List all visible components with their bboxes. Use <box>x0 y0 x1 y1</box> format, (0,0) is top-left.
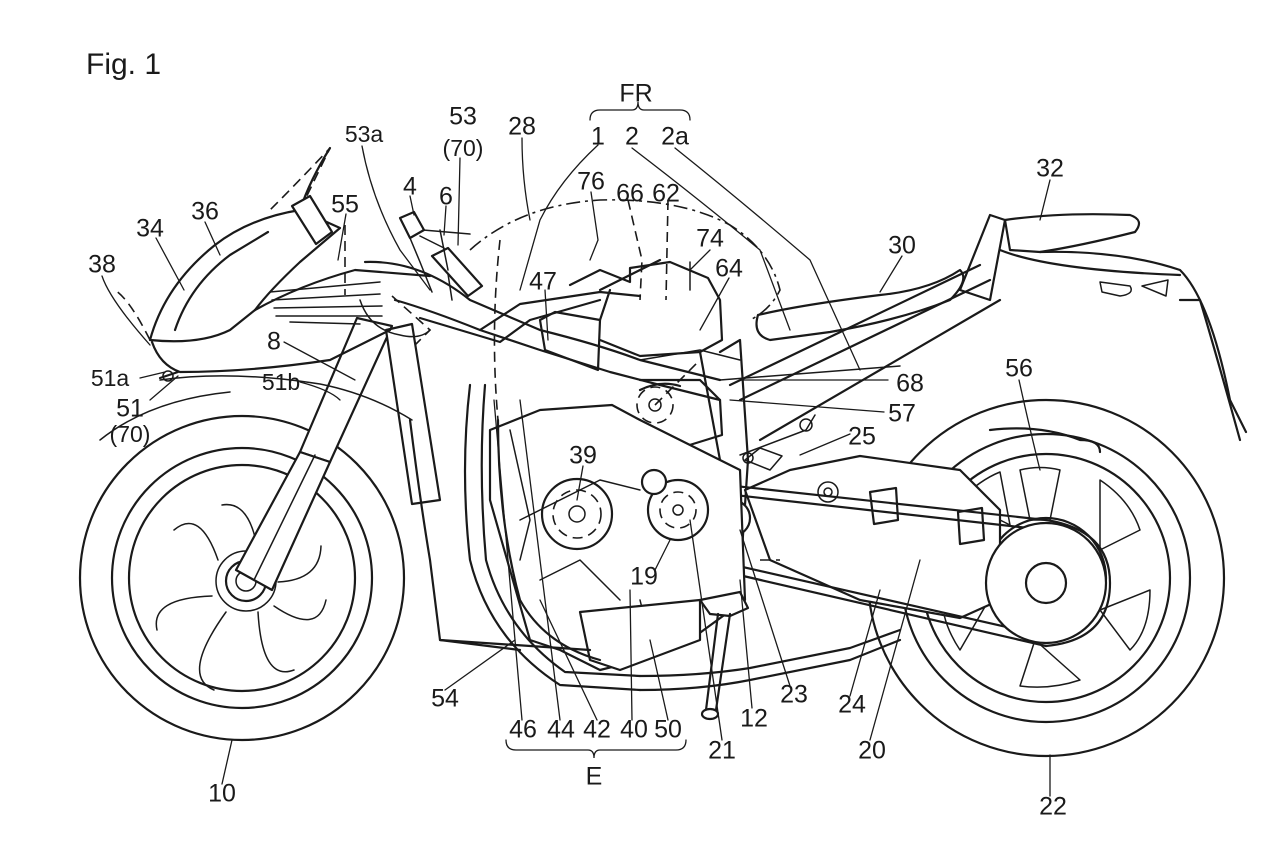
air-cleaner-box <box>538 199 724 467</box>
ref-label-53-70: (70) <box>443 135 484 161</box>
ref-label-53a: 53a <box>345 121 384 147</box>
ref-label-53: 53 <box>449 103 477 131</box>
ref-label-32: 32 <box>1036 155 1064 183</box>
ref-label-4: 4 <box>403 173 417 201</box>
ref-label-57: 57 <box>888 400 916 428</box>
leader-lines <box>101 101 1051 797</box>
ref-label-66: 66 <box>616 180 644 208</box>
ref-label-36: 36 <box>191 198 219 226</box>
ref-label-54: 54 <box>431 685 459 713</box>
ref-label-64: 64 <box>715 255 743 283</box>
ref-label-2: 2 <box>625 123 639 151</box>
front-wheel <box>78 414 406 742</box>
ref-label-6: 6 <box>439 183 453 211</box>
front-fork <box>234 316 442 592</box>
handlebar <box>398 210 484 301</box>
ref-label-51-70: (70) <box>110 421 151 447</box>
ref-label-12: 12 <box>740 705 768 733</box>
ref-label-23: 23 <box>780 681 808 709</box>
engine <box>488 403 747 672</box>
ref-label-51: 51 <box>116 395 144 423</box>
ref-label-30: 30 <box>888 232 916 260</box>
ref-label-8: 8 <box>267 328 281 356</box>
ref-label-40: 40 <box>620 716 648 744</box>
air-duct <box>269 225 432 346</box>
front-fender <box>159 375 413 421</box>
ref-label-24: 24 <box>838 691 866 719</box>
ref-label-21: 21 <box>708 737 736 765</box>
ref-label-28: 28 <box>508 113 536 141</box>
ref-label-55: 55 <box>331 191 359 219</box>
ref-label-56: 56 <box>1005 355 1033 383</box>
ref-label-44: 44 <box>547 716 575 744</box>
ref-label-19: 19 <box>630 563 658 591</box>
swing-arm <box>743 454 1002 620</box>
ref-label-10: 10 <box>208 780 236 808</box>
ref-label-1: 1 <box>591 123 605 151</box>
rear-frame <box>719 263 1002 486</box>
ref-label-E: E <box>586 763 603 791</box>
ref-label-46: 46 <box>509 716 537 744</box>
ref-label-76: 76 <box>577 168 605 196</box>
ref-label-47: 47 <box>529 268 557 296</box>
ref-label-42: 42 <box>583 716 611 744</box>
ref-label-51a: 51a <box>91 365 130 391</box>
ref-label-68: 68 <box>896 370 924 398</box>
ref-label-34: 34 <box>136 215 164 243</box>
figure-title: Fig. 1 <box>86 48 161 81</box>
ref-label-2a: 2a <box>661 123 689 151</box>
ref-label-25: 25 <box>848 423 876 451</box>
side-stand <box>698 559 780 721</box>
ref-label-62: 62 <box>652 180 680 208</box>
ref-label-FR: FR <box>619 80 652 108</box>
rear-fender <box>988 427 1102 454</box>
ref-label-38: 38 <box>88 251 116 279</box>
front-cowl <box>114 146 432 382</box>
ref-label-22: 22 <box>1039 793 1067 821</box>
ref-label-50: 50 <box>654 716 682 744</box>
seat <box>755 213 1248 442</box>
ref-label-20: 20 <box>858 737 886 765</box>
ref-label-51b: 51b <box>262 369 300 395</box>
ref-label-39: 39 <box>569 442 597 470</box>
fuel-tank-outline <box>469 199 781 321</box>
ref-label-74: 74 <box>696 225 724 253</box>
